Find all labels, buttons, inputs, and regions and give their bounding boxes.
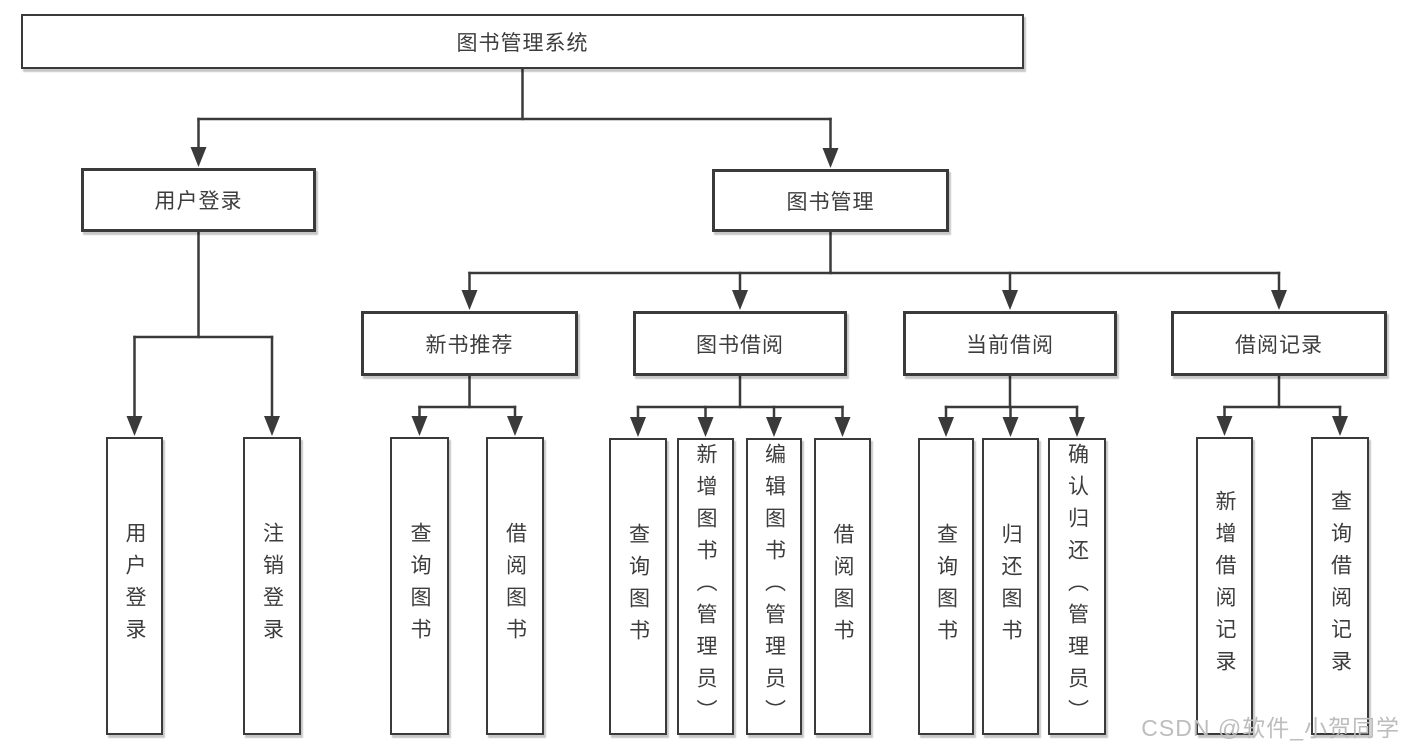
node-label: 查询图书 xyxy=(408,522,431,650)
node-new-book-rec: 新书推荐 xyxy=(361,311,578,376)
node-br-query: 查询借阅记录 xyxy=(1311,437,1369,735)
node-label: 用户登录 xyxy=(123,522,146,650)
node-label: 用户登录 xyxy=(154,190,243,213)
node-label: 图书借阅 xyxy=(696,333,784,357)
node-label: 归还图书 xyxy=(999,522,1022,651)
watermark: CSDN @软件_小贺同学 xyxy=(1141,715,1400,741)
node-label: 新增图书（管理员） xyxy=(694,442,717,731)
node-cb-query: 查询图书 xyxy=(918,438,974,735)
node-label: 注销登录 xyxy=(260,522,284,650)
node-label: 编辑图书（管理员） xyxy=(762,442,786,731)
node-cb-return: 归还图书 xyxy=(982,438,1039,735)
node-label: 确认归还（管理员） xyxy=(1065,442,1089,731)
node-label: 新书推荐 xyxy=(425,333,514,357)
node-cb-confirm: 确认归还（管理员） xyxy=(1048,438,1106,735)
node-nbr-query: 查询图书 xyxy=(390,437,449,735)
node-current-borrow: 当前借阅 xyxy=(903,311,1117,376)
node-label: 新增借阅记录 xyxy=(1213,490,1236,682)
node-bb-borrow: 借阅图书 xyxy=(814,438,871,735)
node-bb-query: 查询图书 xyxy=(609,438,667,735)
node-book-mgmt: 图书管理 xyxy=(712,169,949,232)
node-label: 查询图书 xyxy=(626,522,650,651)
node-label: 借阅记录 xyxy=(1235,333,1323,357)
node-br-add: 新增借阅记录 xyxy=(1196,437,1253,735)
node-bb-add: 新增图书（管理员） xyxy=(677,438,734,735)
node-logout-leaf: 注销登录 xyxy=(243,437,301,735)
node-user-login: 用户登录 xyxy=(81,168,316,232)
node-label: 借阅图书 xyxy=(831,522,854,651)
node-label: 图书管理 xyxy=(786,190,875,214)
node-bb-edit: 编辑图书（管理员） xyxy=(746,438,802,735)
node-user-login-leaf: 用户登录 xyxy=(106,437,163,735)
node-nbr-borrow: 借阅图书 xyxy=(486,437,544,735)
node-book-borrow: 图书借阅 xyxy=(633,311,847,376)
node-label: 当前借阅 xyxy=(966,333,1054,357)
node-root: 图书管理系统 xyxy=(21,14,1024,69)
node-label: 查询图书 xyxy=(934,522,958,651)
node-borrow-records: 借阅记录 xyxy=(1171,311,1387,376)
node-label: 查询借阅记录 xyxy=(1328,490,1352,682)
node-label: 图书管理系统 xyxy=(456,31,589,55)
node-label: 借阅图书 xyxy=(503,522,527,650)
